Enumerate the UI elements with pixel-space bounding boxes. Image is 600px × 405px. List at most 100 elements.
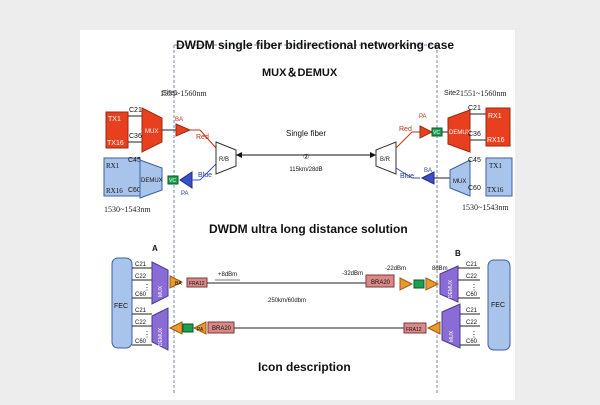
left-blue-line-b [199, 163, 217, 181]
a-ba-label: BA [175, 281, 182, 287]
b-fra12-label: FRA12 [406, 327, 422, 333]
b-up-c22: C22 [466, 274, 478, 280]
right-fec [487, 259, 511, 351]
pwr-rx-right: -32dBm [342, 271, 363, 277]
ultra-long-title: DWDM ultra long distance solution [209, 222, 408, 236]
a-mux-label: MUX [158, 285, 164, 297]
b-demux-label: DEMUX [448, 279, 454, 298]
b-ba-amp [425, 277, 440, 291]
b-dn-c21: C21 [466, 308, 478, 314]
left-blue-label: Blue [198, 172, 212, 179]
a-pa-label: PA [197, 327, 204, 333]
main-title: DWDM single fiber bidirectional networki… [176, 38, 455, 52]
right-mux [449, 159, 471, 197]
a-demux [151, 307, 169, 351]
b-bra20 [365, 274, 395, 288]
a-bra20-label: BRA20 [212, 326, 232, 332]
a-ba-amp [169, 275, 184, 289]
b-mux-label: MUX [449, 330, 455, 342]
right-tx16-label: TX16 [487, 186, 504, 194]
b-up-dots: ⋮ [470, 283, 478, 292]
a-pa-amp [168, 321, 183, 335]
left-c36-label: C36 [129, 133, 142, 140]
site-a-label: A [152, 244, 158, 253]
left-rb-label: R/B [219, 157, 229, 163]
right-pa-amp [419, 125, 434, 139]
right-demux [447, 109, 471, 153]
left-mux-label: MUX [145, 129, 158, 135]
right-band-upper: 1551~1560nm [460, 89, 507, 98]
pwr-tx-right: 8dBm [432, 266, 448, 272]
left-rb-coupler [215, 141, 237, 175]
right-demux-label: DEMUX [449, 130, 471, 136]
left-rx16-label: RX16 [106, 187, 123, 195]
left-c21-label: C21 [129, 107, 142, 114]
left-demux-label: DEMUX [141, 178, 163, 184]
right-pa-label: PA [419, 114, 427, 120]
site-b-label: B [455, 249, 461, 258]
b-up-c21: C21 [466, 262, 478, 268]
right-band-lower: 1530~1543nm [462, 203, 509, 212]
right-rx1-label: RX1 [488, 113, 502, 120]
right-ba-label: BA [424, 168, 432, 174]
icon-description-title: Icon description [258, 360, 351, 374]
a-mux [151, 261, 169, 305]
b-dcm [413, 279, 425, 289]
right-c36-label: C36 [468, 131, 481, 138]
a-up-c21: C21 [135, 262, 147, 268]
right-fec-label: FEC [491, 302, 505, 309]
a-demux-label: DEMUX [158, 327, 164, 346]
single-fiber-label: Single fiber [286, 129, 326, 138]
right-rx16-label: RX16 [487, 137, 505, 144]
left-rx1-label: RX1 [106, 162, 120, 170]
left-tx-box [105, 111, 129, 149]
pwr-tx-left: +8dBm [218, 272, 237, 278]
a-up-c22: C22 [135, 274, 147, 280]
right-tx-box [485, 157, 513, 197]
left-red-line-b [199, 129, 217, 149]
left-band-lower: 1530~1543nm [104, 205, 151, 214]
left-vc [167, 175, 179, 185]
left-pa-label: PA [181, 191, 189, 197]
fiber-arrow-left [236, 152, 242, 158]
left-band-upper: 1551~1560nm [160, 89, 207, 98]
pwr-rx-right2: -22dBm [385, 266, 406, 272]
a-dn-c60: C60 [135, 339, 147, 345]
left-ba-label: BA [175, 117, 183, 123]
fiber-mark: ② [303, 153, 309, 161]
b-mux [441, 303, 461, 349]
b-bra20-label: BRA20 [371, 280, 391, 286]
site1-label: Site1 [162, 90, 178, 97]
span-label: 250km/60dbm [268, 298, 306, 304]
a-dn-dots: ⋮ [143, 330, 151, 339]
fiber-arrow-right [370, 152, 376, 158]
b-fra12 [403, 322, 427, 334]
left-demux [139, 159, 163, 199]
right-blue-line-a [395, 167, 413, 179]
b-dn-c22: C22 [466, 320, 478, 326]
right-red-label: Red [399, 126, 412, 133]
left-fec-label: FEC [114, 303, 128, 310]
left-red-label: Red [196, 134, 209, 141]
b-ba-amp-2 [426, 321, 441, 335]
right-br-label: B/R [380, 157, 391, 163]
right-c21-label: C21 [468, 105, 481, 112]
left-tx1-label: TX1 [108, 116, 121, 123]
a-dn-c22: C22 [135, 320, 147, 326]
left-c45-label: C45 [128, 157, 141, 164]
a-pa-amp-2 [192, 321, 207, 335]
b-demux [439, 265, 459, 303]
b-dn-dots: ⋮ [470, 330, 478, 339]
right-tx1-label: TX1 [489, 162, 502, 170]
a-dcm [182, 323, 194, 333]
site2-label: Site2 [444, 90, 460, 97]
right-rx-box [485, 107, 511, 147]
left-mux [141, 107, 163, 153]
a-up-dots: ⋮ [143, 283, 151, 292]
b-up-c60: C60 [466, 292, 478, 298]
right-br-coupler [375, 141, 397, 175]
left-vc-label: VC [169, 178, 176, 184]
left-ba-amp [175, 123, 192, 137]
